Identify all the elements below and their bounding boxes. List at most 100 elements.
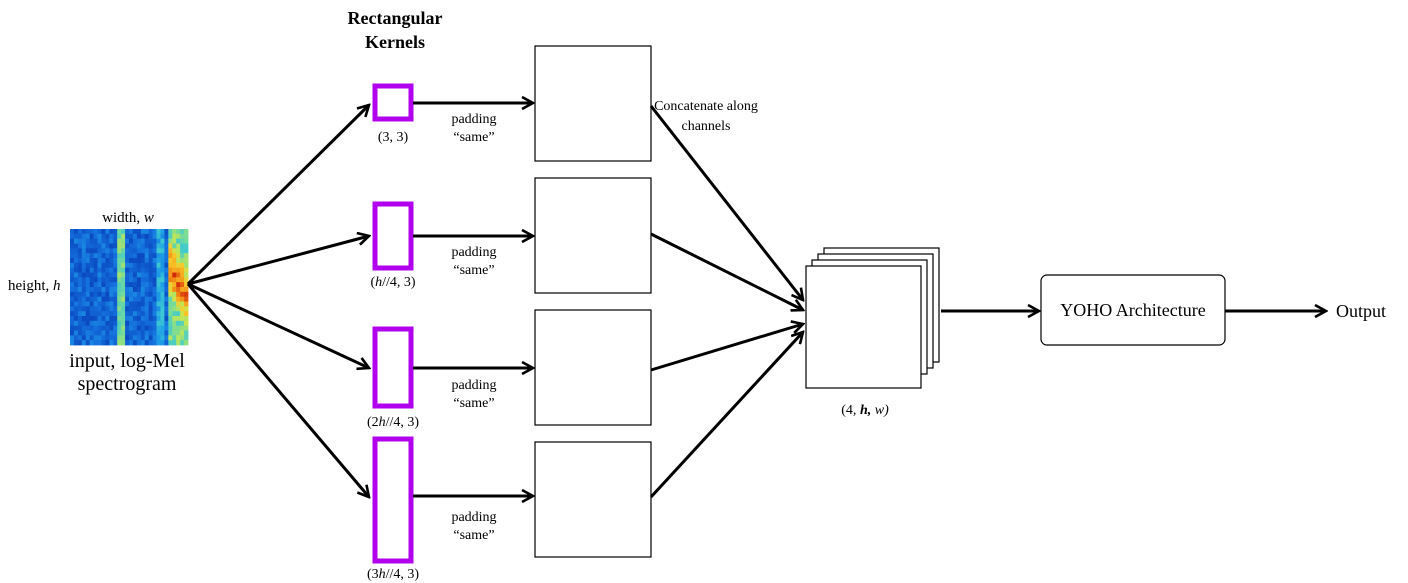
spectrogram-cell <box>86 340 90 345</box>
spectrogram-cell <box>74 335 78 340</box>
spectrogram-cell <box>101 277 105 282</box>
spectrogram-cell <box>94 311 98 316</box>
kernel-1-label: (3, 3) <box>378 130 409 145</box>
spectrogram-cell <box>137 273 141 278</box>
spectrogram-cell <box>117 297 121 302</box>
spectrogram-cell <box>82 302 86 307</box>
spectrogram-cell <box>90 229 94 234</box>
spectrogram-cell <box>164 302 168 307</box>
spectrogram-cell <box>90 326 94 331</box>
spectrogram-cell <box>70 239 74 244</box>
spectrogram-cell <box>153 287 157 292</box>
spectrogram-cell <box>145 297 149 302</box>
spectrogram-cell <box>101 248 105 253</box>
kernel-4-label: (3h//4, 3) <box>367 567 419 582</box>
spectrogram-cell <box>70 282 74 287</box>
feature-map-box-4 <box>535 442 651 557</box>
spectrogram-cell <box>180 321 184 326</box>
spectrogram-cell <box>180 326 184 331</box>
spectrogram-cell <box>90 302 94 307</box>
spectrogram-cell <box>78 335 82 340</box>
spectrogram-cell <box>149 258 153 263</box>
spectrogram-cell <box>109 316 113 321</box>
spectrogram-cell <box>180 263 184 268</box>
spectrogram-cell <box>137 292 141 297</box>
spectrogram-cell <box>149 263 153 268</box>
spectrogram-cell <box>78 248 82 253</box>
spectrogram-cell <box>74 263 78 268</box>
spectrogram-cell <box>176 253 180 258</box>
spectrogram-cell <box>78 268 82 273</box>
spectrogram-cell <box>180 258 184 263</box>
spectrogram-cell <box>82 340 86 345</box>
spectrogram-cell <box>101 263 105 268</box>
spectrogram-cell <box>86 335 90 340</box>
spectrogram-cell <box>160 331 164 336</box>
spectrogram-cell <box>98 316 102 321</box>
arrow-input-to-kernel-1 <box>188 105 369 284</box>
spectrogram-cell <box>105 244 109 249</box>
spectrogram-cell <box>109 229 113 234</box>
spectrogram-cell <box>157 229 161 234</box>
feature-map-box-1 <box>535 46 651 161</box>
spectrogram-cell <box>90 292 94 297</box>
spectrogram-cell <box>153 239 157 244</box>
spectrogram-cell <box>90 287 94 292</box>
spectrogram-cell <box>129 239 133 244</box>
spectrogram-cell <box>164 340 168 345</box>
spectrogram-cell <box>78 340 82 345</box>
spectrogram-cell <box>90 297 94 302</box>
spectrogram-cell <box>98 229 102 234</box>
spectrogram-cell <box>172 277 176 282</box>
spectrogram-cell <box>160 340 164 345</box>
spectrogram-cell <box>94 234 98 239</box>
spectrogram-cell <box>129 287 133 292</box>
spectrogram-cell <box>70 248 74 253</box>
spectrogram-cell <box>141 282 145 287</box>
spectrogram-cell <box>164 326 168 331</box>
spectrogram-cell <box>105 316 109 321</box>
padding-label-3-line2: “same” <box>453 396 494 411</box>
spectrogram-cell <box>78 326 82 331</box>
spectrogram-cell <box>149 282 153 287</box>
spectrogram-cell <box>86 244 90 249</box>
spectrogram-cell <box>145 253 149 258</box>
spectrogram-cell <box>149 277 153 282</box>
spectrogram-cell <box>117 321 121 326</box>
spectrogram-cell <box>149 229 153 234</box>
spectrogram-cell <box>90 248 94 253</box>
spectrogram-cell <box>109 239 113 244</box>
spectrogram-cell <box>164 263 168 268</box>
spectrogram-cell <box>109 253 113 258</box>
spectrogram-cell <box>117 234 121 239</box>
feature-map-box-3 <box>535 310 651 425</box>
spectrogram-cell <box>78 292 82 297</box>
spectrogram-cell <box>98 292 102 297</box>
spectrogram-cell <box>149 273 153 278</box>
spectrogram-cell <box>133 253 137 258</box>
spectrogram-cell <box>101 239 105 244</box>
spectrogram-cell <box>133 331 137 336</box>
spectrogram-cell <box>82 321 86 326</box>
spectrogram-cell <box>133 311 137 316</box>
concat-label-line2: channels <box>682 119 731 134</box>
spectrogram-cell <box>164 321 168 326</box>
kernel-4 <box>375 439 411 561</box>
spectrogram-cell <box>172 297 176 302</box>
spectrogram-cell <box>164 316 168 321</box>
spectrogram-cell <box>168 234 172 239</box>
spectrogram-cell <box>74 302 78 307</box>
spectrogram-cell <box>133 297 137 302</box>
spectrogram-cell <box>125 258 129 263</box>
spectrogram-cell <box>98 321 102 326</box>
kernel-1 <box>375 86 411 119</box>
spectrogram-cell <box>176 239 180 244</box>
spectrogram-cell <box>70 234 74 239</box>
spectrogram-cell <box>172 292 176 297</box>
spectrogram-cell <box>105 311 109 316</box>
spectrogram-cell <box>168 229 172 234</box>
spectrogram-cell <box>153 326 157 331</box>
spectrogram-cell <box>90 277 94 282</box>
spectrogram-cell <box>145 234 149 239</box>
spectrogram-cell <box>164 282 168 287</box>
